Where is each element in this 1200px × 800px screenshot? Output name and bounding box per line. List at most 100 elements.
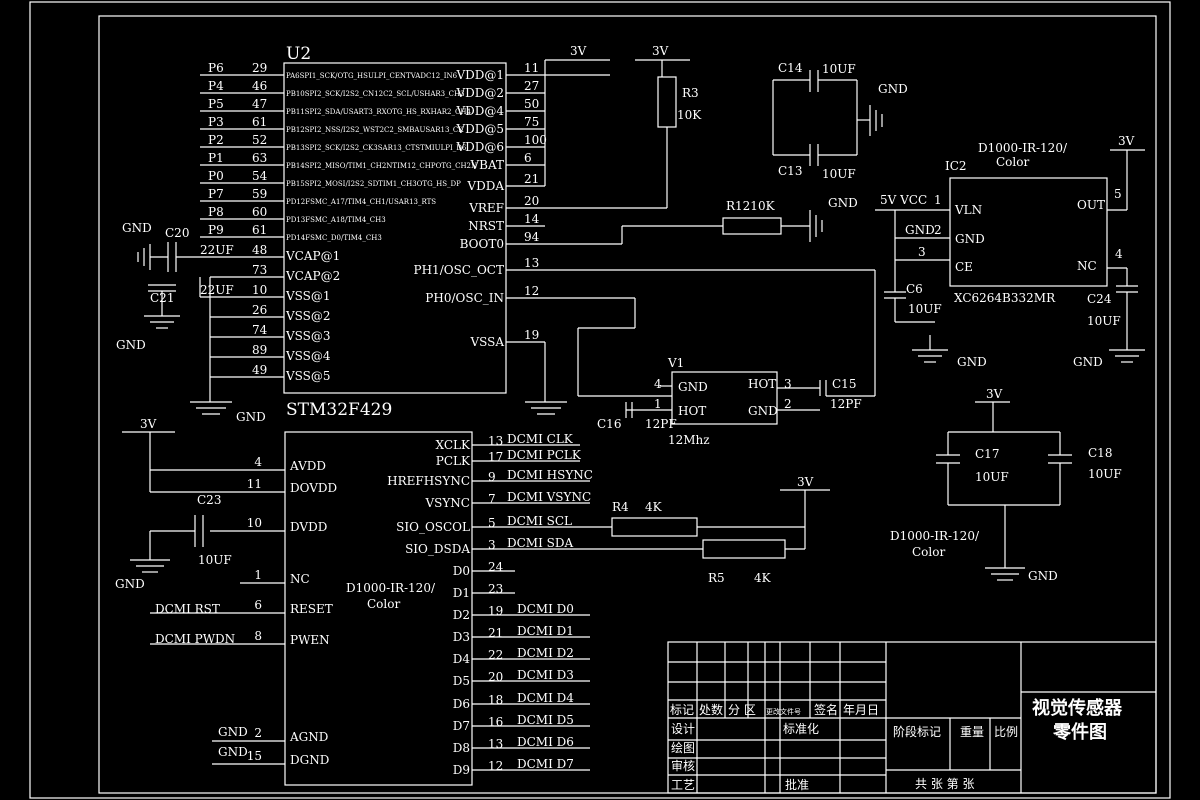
u2-left-pin-name: PB11SPI2_SDA/USART3_RXOTG_HS_RXHAR2_CH4 xyxy=(286,108,471,116)
ic2-pin-gnd: GND xyxy=(955,232,985,246)
label-3v-cam: 3V xyxy=(140,417,157,431)
cam-right-pin-name: D9 xyxy=(453,763,470,777)
label-c6: C6 xyxy=(906,282,923,296)
cam-right-pin-name: HREFHSYNC xyxy=(387,474,470,488)
v1-frequency: 12Mhz xyxy=(668,433,710,447)
cam-right-pin-name: D7 xyxy=(453,719,470,733)
cam-left-pin-num: 8 xyxy=(254,629,262,643)
v1-pin-gnd-left: GND xyxy=(678,380,708,394)
ic2-pin-ce: CE xyxy=(955,260,973,274)
u2-left-net: P6 xyxy=(208,61,224,75)
u2-left-net: P2 xyxy=(208,133,224,147)
u2-right-pin-name: VBAT xyxy=(470,158,505,172)
label-c24-value: 10UF xyxy=(1087,314,1121,328)
cam-right-net: DCMI SCL xyxy=(507,514,572,528)
label-c23: C23 xyxy=(197,493,221,507)
u2-left-net: P1 xyxy=(208,151,224,165)
v1-pin-hot-left: HOT xyxy=(678,404,706,418)
u2-left-pin-num: 47 xyxy=(252,97,267,111)
cam-right-pin-name: VSYNC xyxy=(425,496,471,510)
ic2-pin-nc: NC xyxy=(1077,259,1097,273)
u2-right-pin-num: 20 xyxy=(524,194,539,208)
label-c17: C17 xyxy=(975,447,999,461)
label-c6-value: 10UF xyxy=(908,302,942,316)
label-r5-value: 4K xyxy=(754,571,772,585)
u2-right-pin-name: VDD@2 xyxy=(455,86,504,100)
u2-left-pin-num: 10 xyxy=(252,283,267,297)
tb-weight: 重量 xyxy=(960,725,984,739)
u2-left-pin-name: VSS@1 xyxy=(285,289,331,303)
u2-right-pin-num: 11 xyxy=(524,61,539,75)
u2-left-net: P8 xyxy=(208,205,224,219)
v1-num-1: 1 xyxy=(654,397,662,411)
cam-dcmi-rst: DCMI RST xyxy=(155,602,220,616)
cam-left-pin-num: 6 xyxy=(254,598,262,612)
v1-num-3: 3 xyxy=(784,377,792,391)
u2-left-net: P5 xyxy=(208,97,224,111)
cam-dcmi-pwdn: DCMI PWDN xyxy=(155,632,235,646)
label-c14: C14 xyxy=(778,61,803,75)
cam-right-pin-name: XCLK xyxy=(436,438,471,452)
cam-left-pin-num: 15 xyxy=(247,749,262,763)
label-c20: C20 xyxy=(165,226,189,240)
u2-left-pin-name: PB14SPI2_MISO/TIM1_CH2NTIM12_CHPOTG_CH2N xyxy=(286,162,477,170)
tb-header-cell: 年月日 xyxy=(843,703,879,717)
cam-right-pin-num: 21 xyxy=(488,626,503,640)
u2-left-net: P0 xyxy=(208,169,224,183)
u2-left-pin-name: VCAP@2 xyxy=(285,269,340,283)
cam-right-pin-num: 19 xyxy=(488,604,503,618)
u2-left-pin-name: PD13FSMC_A18/TIM4_CH3 xyxy=(286,216,386,224)
cam-right-net: DCMI CLK xyxy=(507,432,574,446)
cam-right-pin-num: 23 xyxy=(488,582,503,596)
cam-right-net: DCMI PCLK xyxy=(507,448,582,462)
cam-right-net: DCMI D1 xyxy=(517,624,574,638)
u2-left-pin-num: 73 xyxy=(252,263,267,277)
u2-right-pin-num: 75 xyxy=(524,115,539,129)
label-3v-a: 3V xyxy=(570,44,587,58)
v1-num-2: 2 xyxy=(784,397,792,411)
label-c24: C24 xyxy=(1087,292,1112,306)
u2-right-pin-num: 12 xyxy=(524,284,539,298)
u2-left-pin-name: PB13SPI2_SCK/I2S2_CK3SAR13_CTSTMIULPI_D6 xyxy=(286,144,467,152)
tb-design: 设计 xyxy=(671,722,695,736)
u2-right-pin-num: 19 xyxy=(524,328,539,342)
ic2-num-4: 4 xyxy=(1115,247,1123,261)
tb-header-cell: 更改文件号 xyxy=(766,707,801,716)
u2-left-pin-num: 89 xyxy=(252,343,267,357)
cam-right-pin-num: 24 xyxy=(488,560,504,574)
label-gnd-c17: GND xyxy=(1028,569,1058,583)
u2-left-pin-name: VSS@3 xyxy=(285,329,331,343)
label-c13-value: 10UF xyxy=(822,167,856,181)
ic2-num-1: 1 xyxy=(934,193,942,207)
tb-header-cell: 处数 xyxy=(699,702,723,717)
label-3v-r4: 3V xyxy=(797,475,814,489)
v1-pin-gnd-right: GND xyxy=(748,404,778,418)
wiring-layer xyxy=(29,1,1171,799)
u2-left-pin-name: VSS@5 xyxy=(285,369,331,383)
u2-left-net: P4 xyxy=(208,79,224,93)
label-gnd-vss: GND xyxy=(236,410,266,424)
u2-left-pin-num: 54 xyxy=(252,169,268,183)
cam-left-pin-num: 2 xyxy=(254,726,262,740)
u2-right-pin-num: 21 xyxy=(524,172,539,186)
u2-body xyxy=(283,62,507,394)
cam-left-pin-name: AGND xyxy=(289,730,328,744)
u2-left-pin-name: VSS@4 xyxy=(285,349,331,363)
cam-right-pin-name: D1 xyxy=(453,586,470,600)
tb-header-cell: 分 区 xyxy=(728,703,756,717)
cam-right-pin-num: 7 xyxy=(488,492,496,506)
u2-left-pin-num: 49 xyxy=(252,363,267,377)
label-c15-value: 12PF xyxy=(830,397,862,411)
u2-right-pin-name: VDD@1 xyxy=(455,68,504,82)
u2-left-pin-num: 61 xyxy=(252,223,267,237)
tb-drawing: 绘图 xyxy=(671,740,695,755)
cam-right-net: DCMI D3 xyxy=(517,668,574,682)
ic2-header-2: Color xyxy=(996,155,1029,169)
cam-right-net: DCMI D0 xyxy=(517,602,574,616)
u2-right-pin-name: VREF xyxy=(468,201,504,215)
cam-right-pin-num: 12 xyxy=(488,759,503,773)
label-gnd-c23: GND xyxy=(115,577,145,591)
v1-num-4: 4 xyxy=(654,377,662,391)
ic2-num-3: 3 xyxy=(918,245,926,259)
